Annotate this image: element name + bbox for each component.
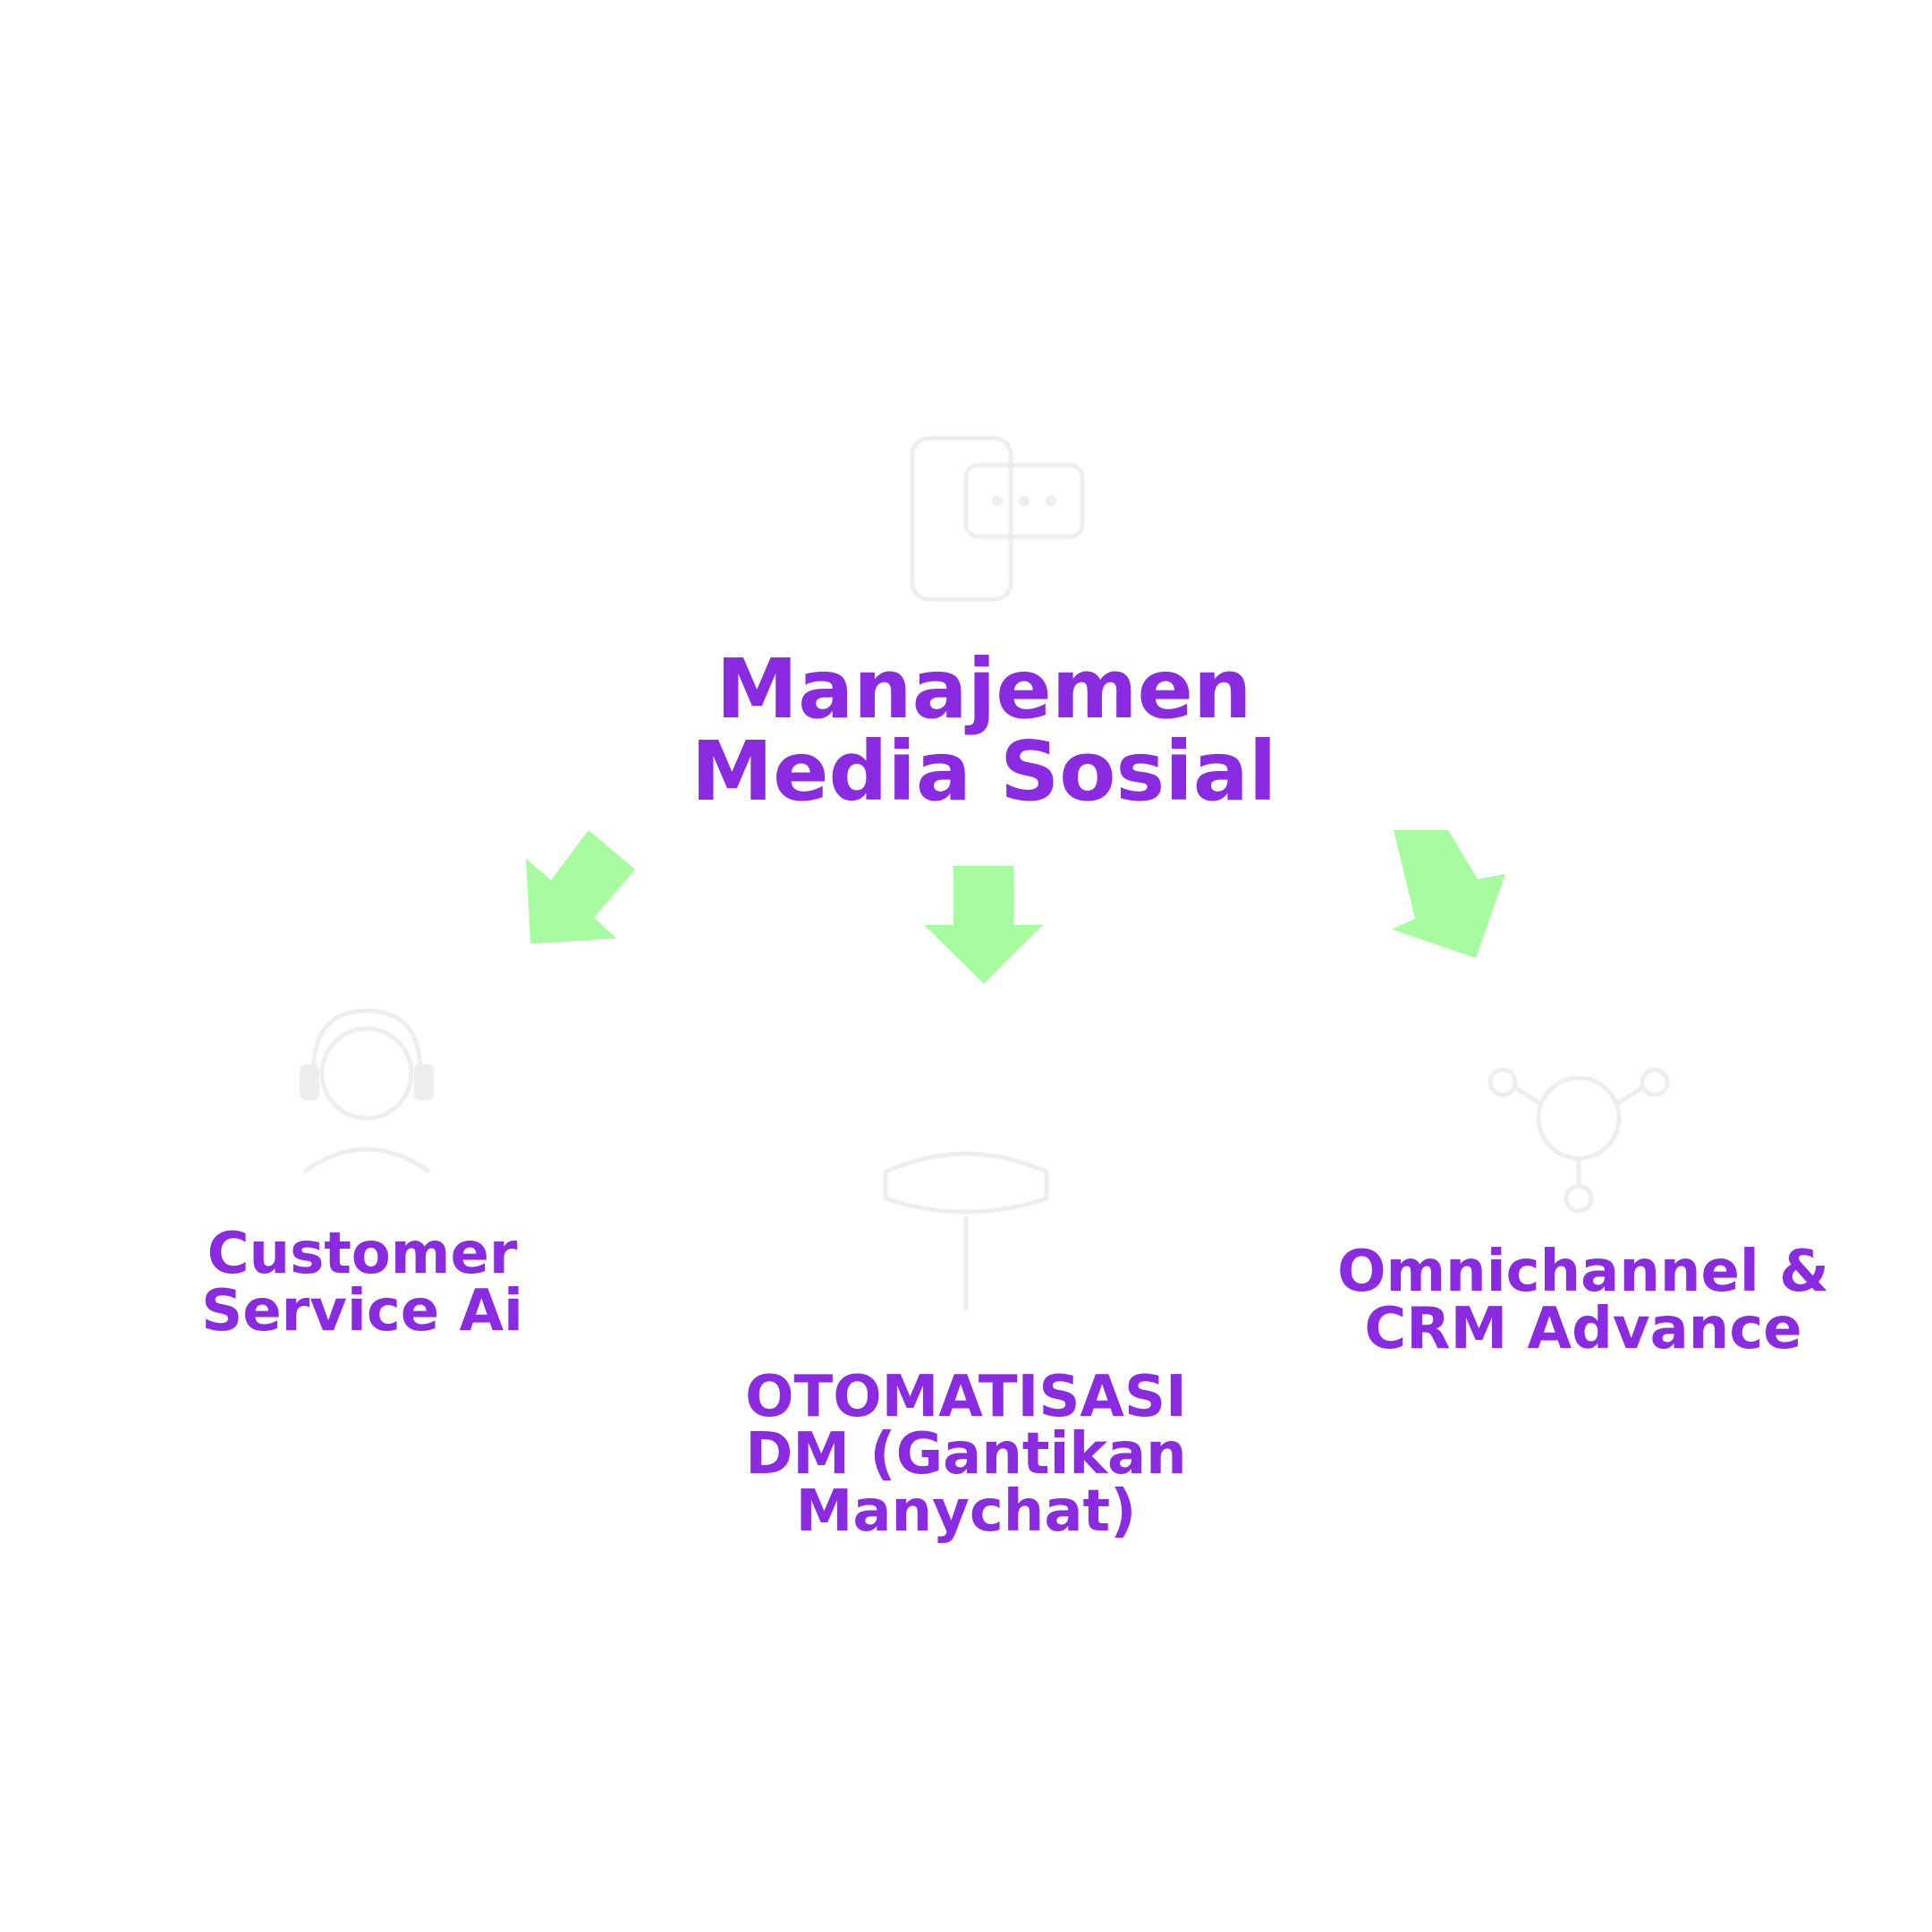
child-label-customer-service: Customer Service Ai xyxy=(201,1221,523,1344)
arrow-down xyxy=(924,866,1043,984)
child-label-omnichannel: Omnichannel & CRM Advance xyxy=(1337,1239,1829,1362)
arrow-down-left xyxy=(526,830,635,944)
root-label: Manajemen Media Sosial xyxy=(691,641,1277,819)
arrow-down-right xyxy=(1392,830,1505,958)
chat-bubble-icon xyxy=(868,1118,1064,1324)
child-label-dm-automation: OTOMATISASI DM (Gantikan Manychat) xyxy=(745,1364,1187,1545)
network-nodes-icon xyxy=(1476,1029,1682,1216)
headset-agent-icon xyxy=(259,975,474,1190)
smartphone-chat-icon xyxy=(894,429,1100,626)
